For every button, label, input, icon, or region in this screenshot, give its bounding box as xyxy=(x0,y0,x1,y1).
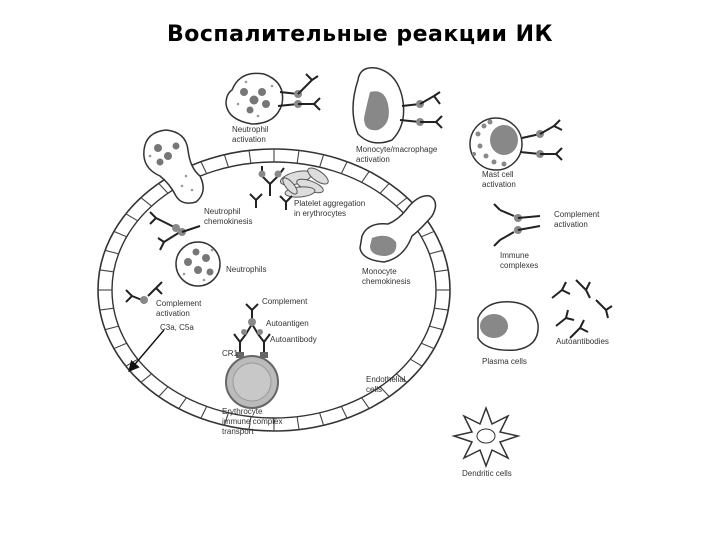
endothelial-segment xyxy=(361,397,370,409)
label-erythrocyte-1: Erythrocyte xyxy=(222,407,263,416)
label-mast-cell-1: Mast cell xyxy=(482,170,514,179)
endothelial-segment xyxy=(429,249,444,255)
endothelial-segment xyxy=(396,373,408,383)
complement-activation-right xyxy=(493,203,541,247)
endothelial-segment xyxy=(113,230,127,238)
label-complement-activation-right-1: Complement xyxy=(554,210,600,219)
endothelial-segment xyxy=(434,307,449,311)
endothelial-segment xyxy=(200,161,208,174)
label-plasma-cells: Plasma cells xyxy=(482,357,527,366)
label-mast-cell-2: activation xyxy=(482,180,516,189)
endothelial-segment xyxy=(429,325,444,331)
label-monocyte-activation-2: activation xyxy=(356,155,390,164)
label-immune-complexes-1: Immune xyxy=(500,251,529,260)
endothelial-segment xyxy=(158,386,169,397)
endothelial-segment xyxy=(340,406,348,419)
blood-vessel xyxy=(97,148,451,432)
label-neutrophil-activation-1: Neutrophil xyxy=(232,125,269,134)
label-complement-activation-left-2: activation xyxy=(156,309,190,318)
label-autoantibodies: Autoantibodies xyxy=(556,337,609,346)
endothelial-segment xyxy=(104,249,119,255)
endothelial-segment xyxy=(104,325,119,331)
endothelial-segment xyxy=(140,197,152,207)
label-complement-activation-right-2: activation xyxy=(554,220,588,229)
endothelial-segment xyxy=(340,161,348,174)
endothelial-segment xyxy=(223,412,229,426)
endothelial-segment xyxy=(379,183,390,194)
neutrophil-activation-cell xyxy=(225,72,321,125)
endothelial-segment xyxy=(361,171,370,183)
label-immune-complexes-2: complexes xyxy=(500,261,538,270)
endothelial-segment xyxy=(113,342,127,350)
label-erythrocyte-2: immune complex xyxy=(222,417,282,426)
page-title: Воспалительные реакции ИК xyxy=(166,22,553,47)
endothelial-segment xyxy=(396,197,408,207)
label-monocyte-activation-1: Monocyte/macrophage xyxy=(356,145,438,154)
label-erythrocyte-3: transport xyxy=(222,427,254,436)
label-endothelial-2: cells xyxy=(366,385,382,394)
plasma-cell xyxy=(477,301,539,351)
label-autoantibody: Autoantibody xyxy=(270,335,317,344)
label-complement: Complement xyxy=(262,297,308,306)
endothelial-segment xyxy=(319,154,325,168)
endothelial-segment xyxy=(223,154,229,168)
label-dendritic-cells: Dendritic cells xyxy=(462,469,512,478)
autoantibodies-group xyxy=(551,279,613,339)
label-neutrophil-activation-2: activation xyxy=(232,135,266,144)
endothelial-segment xyxy=(99,269,114,273)
label-monocyte-chemokinesis-1: Monocyte xyxy=(362,267,397,276)
neutrophil-cell xyxy=(175,241,221,287)
endothelial-segment xyxy=(421,342,435,350)
erythrocyte-immune-complex xyxy=(225,303,279,409)
endothelial-segment xyxy=(248,150,252,164)
endothelial-segment xyxy=(434,269,449,273)
label-neutrophils: Neutrophils xyxy=(226,265,266,274)
label-neutrophil-chemokinesis-2: chemokinesis xyxy=(204,217,252,226)
endothelial-segment xyxy=(319,412,325,426)
endothelial-segment xyxy=(296,150,300,164)
endothelial-segment xyxy=(125,213,138,222)
endothelial-segment xyxy=(379,386,390,397)
endothelial-segment xyxy=(140,373,152,383)
endothelial-segment xyxy=(200,406,208,419)
endothelial-segment xyxy=(178,397,187,409)
monocyte-chemokinesis-cell xyxy=(359,195,437,263)
label-platelet-2: in erythrocytes xyxy=(294,209,346,218)
dendritic-cell xyxy=(451,405,521,469)
label-c3a-c5a: C3a, C5a xyxy=(160,323,194,332)
label-cr1: CR1 xyxy=(222,349,239,358)
endothelial-segment xyxy=(421,230,435,238)
endothelial-segment xyxy=(248,416,252,430)
endothelial-segment xyxy=(296,416,300,430)
label-monocyte-chemokinesis-2: chemokinesis xyxy=(362,277,410,286)
endothelial-segment xyxy=(410,358,423,367)
monocyte-macrophage-cell xyxy=(352,67,443,144)
neutrophil-chemokinesis-cell xyxy=(143,129,204,204)
platelet-aggregation xyxy=(249,166,329,210)
mast-cell xyxy=(469,117,563,171)
endothelial-segment xyxy=(158,183,169,194)
label-platelet-1: Platelet aggregation xyxy=(294,199,365,208)
endothelial-segment xyxy=(99,307,114,311)
label-autoantigen: Autoantigen xyxy=(266,319,309,328)
label-complement-activation-left-1: Complement xyxy=(156,299,202,308)
label-neutrophil-chemokinesis-1: Neutrophil xyxy=(204,207,241,216)
label-endothelial-1: Endothelial xyxy=(366,375,406,384)
complement-activation-left xyxy=(125,281,165,373)
antibody-cluster-left xyxy=(149,211,201,251)
